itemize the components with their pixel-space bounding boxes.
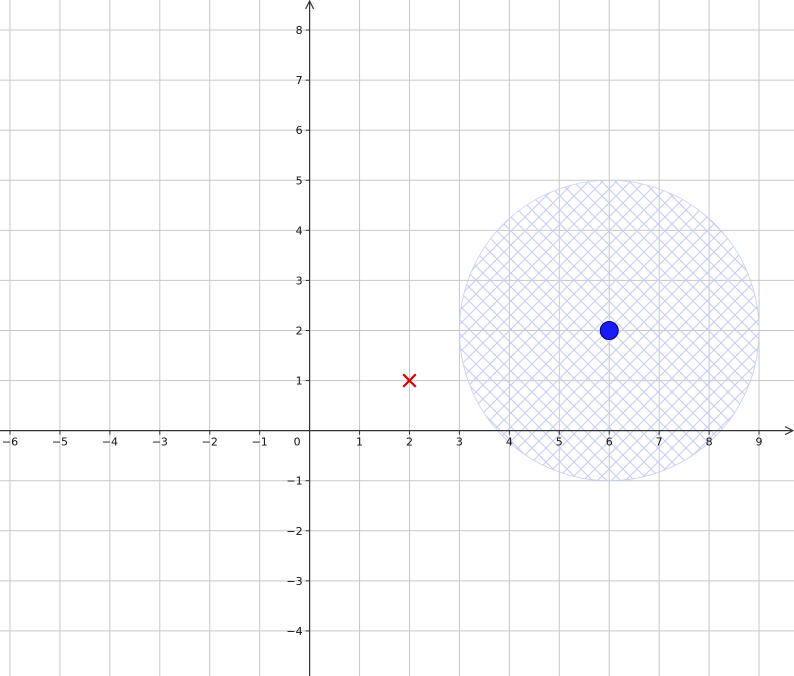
- y-tick-label: 8: [296, 24, 303, 37]
- center-point[interactable]: [599, 320, 619, 340]
- y-tick-label: 4: [296, 224, 303, 237]
- y-tick-label: −4: [286, 625, 302, 638]
- x-tick-label: −6: [2, 436, 18, 449]
- y-axis-arrow: [305, 0, 315, 10]
- cross-point[interactable]: [402, 373, 417, 388]
- x-tick-label: 3: [456, 436, 463, 449]
- x-tick-label: 2: [406, 436, 413, 449]
- y-tick-label: 5: [296, 174, 303, 187]
- x-tick-label: 6: [606, 436, 613, 449]
- y-tick-label: 3: [296, 274, 303, 287]
- x-tick-label: 5: [556, 436, 563, 449]
- x-tick-label: 7: [656, 436, 663, 449]
- y-tick-label: −1: [286, 475, 302, 488]
- x-tick-label: 4: [506, 436, 513, 449]
- x-tick-label: 9: [756, 436, 763, 449]
- y-tick-label: 6: [296, 124, 303, 137]
- y-tick-label: 2: [296, 324, 303, 337]
- x-axis-arrow: [784, 426, 794, 436]
- x-tick-label: −1: [252, 436, 268, 449]
- tick-labels: −6 −5 −4 −3 −2 −1 1 2 3 4 5 6 7 8 9 −4 −3 −2 −1 1 2 3 4 5 6 7 8 0: [2, 24, 763, 638]
- x-tick-label: −2: [202, 436, 218, 449]
- origin-label: 0: [294, 436, 301, 449]
- y-tick-label: 7: [296, 74, 303, 87]
- x-tick-label: −3: [152, 436, 168, 449]
- x-tick-label: −4: [102, 436, 118, 449]
- y-tick-label: 1: [296, 375, 303, 388]
- y-tick-label: −2: [286, 525, 302, 538]
- points: [402, 320, 619, 388]
- y-tick-label: −3: [286, 575, 302, 588]
- x-tick-label: −5: [52, 436, 68, 449]
- x-tick-label: 8: [706, 436, 713, 449]
- x-tick-label: 1: [356, 436, 363, 449]
